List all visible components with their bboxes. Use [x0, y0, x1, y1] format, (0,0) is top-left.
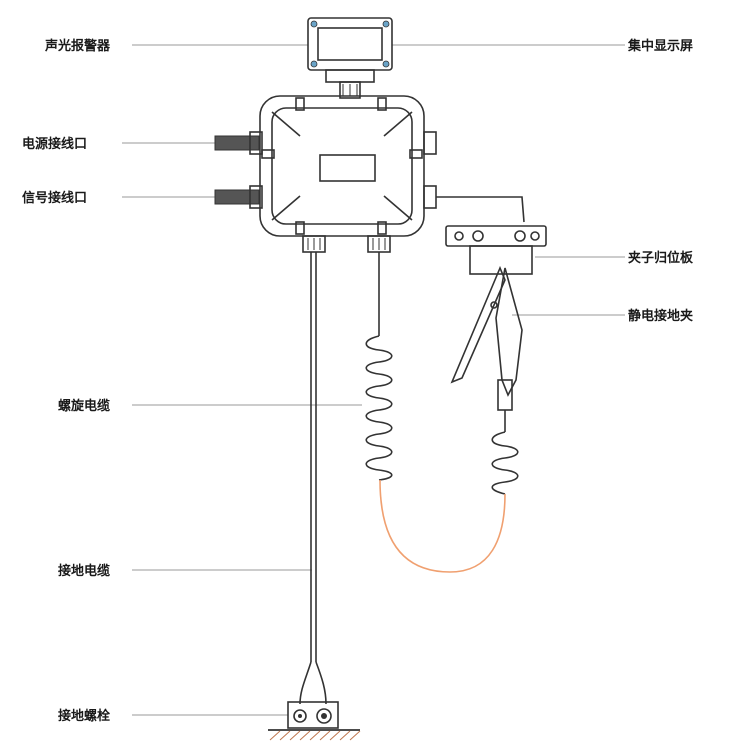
- label-alarm: 声光报警器: [44, 38, 111, 54]
- label-ground-bolt: 接地螺栓: [58, 708, 110, 724]
- orange-ground-loop: [379, 479, 506, 573]
- label-display: 集中显示屏: [627, 38, 693, 54]
- ground-hatch: [269, 730, 361, 741]
- alarm-display-unit: [307, 17, 393, 99]
- alligator-clip: [450, 265, 523, 411]
- ground-cable: [299, 252, 327, 705]
- ground-bolt: [268, 701, 360, 731]
- bottom-glands: [302, 235, 391, 253]
- label-power-port: 电源接线口: [22, 136, 87, 152]
- junction-box: [259, 95, 425, 237]
- power-port: [214, 131, 263, 155]
- clip-return-plate: [445, 225, 547, 275]
- label-ground-clip: 静电接地夹: [628, 308, 693, 324]
- spiral-cable-long: [365, 252, 393, 481]
- leader-lines: [122, 44, 625, 716]
- clip-plate-wire: [436, 196, 525, 223]
- spiral-cable-short: [491, 410, 519, 495]
- label-ground-cable: 接地电缆: [58, 563, 110, 579]
- label-clip-plate: 夹子归位板: [628, 250, 694, 266]
- signal-port: [214, 185, 263, 209]
- right-ports: [423, 131, 437, 209]
- label-spiral-cable: 螺旋电缆: [58, 398, 110, 414]
- label-signal-port: 信号接线口: [22, 190, 87, 206]
